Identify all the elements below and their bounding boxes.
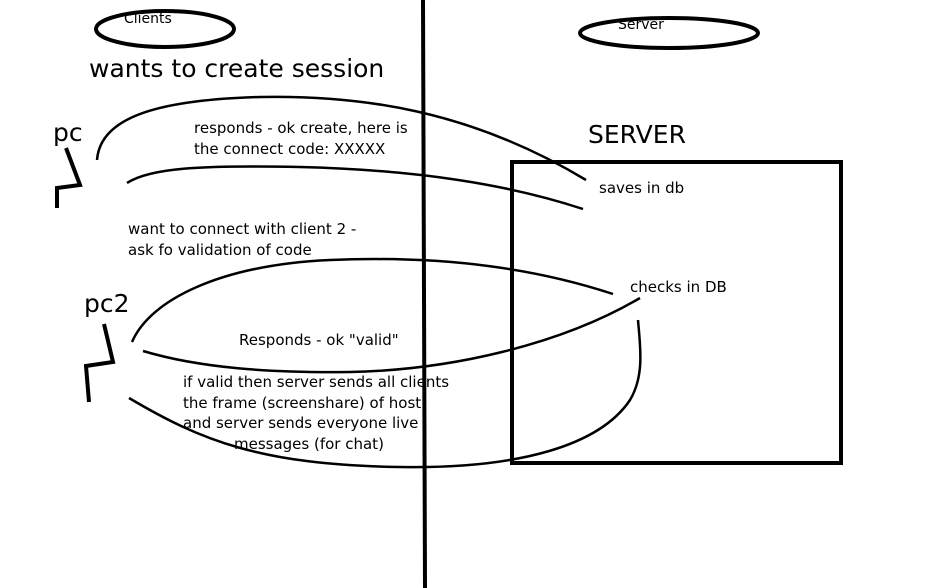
arrow-connect-code xyxy=(126,165,584,211)
server-oval xyxy=(578,16,760,50)
pc-label: pc xyxy=(53,118,83,147)
server-label: Server xyxy=(618,17,664,33)
clients-label: Clients xyxy=(124,11,172,27)
pc-figure xyxy=(55,147,83,208)
clients-oval xyxy=(94,9,236,49)
arrow-validation-request xyxy=(130,257,614,343)
saves-in-db-label: saves in db xyxy=(599,179,685,197)
server-box xyxy=(510,160,843,465)
pc2-label: pc2 xyxy=(84,289,130,318)
arrow-screenshare-chat xyxy=(128,319,642,469)
arrow-create-session xyxy=(95,95,587,182)
pc2-figure xyxy=(83,323,116,403)
want-connect-line-1: want to connect with client 2 - xyxy=(128,220,357,238)
if-valid-line-2: the frame (screenshare) of host. xyxy=(183,394,426,412)
if-valid-line-3: and server sends everyone live xyxy=(183,414,419,432)
arrow-valid-response xyxy=(142,296,641,374)
responds-line-2: the connect code: XXXXX xyxy=(194,140,386,158)
responds-line-1: responds - ok create, here is xyxy=(194,119,408,137)
if-valid-line-4: messages (for chat) xyxy=(234,435,384,453)
if-valid-line-1: if valid then server sends all clients xyxy=(183,373,450,391)
want-connect-line-2: ask fo validation of code xyxy=(128,241,312,259)
responds-valid-label: Responds - ok "valid" xyxy=(239,331,399,349)
checks-in-db-label: checks in DB xyxy=(630,278,727,296)
client-server-divider xyxy=(421,0,427,588)
server-heading: SERVER xyxy=(588,120,686,149)
wants-session-label: wants to create session xyxy=(89,54,385,83)
